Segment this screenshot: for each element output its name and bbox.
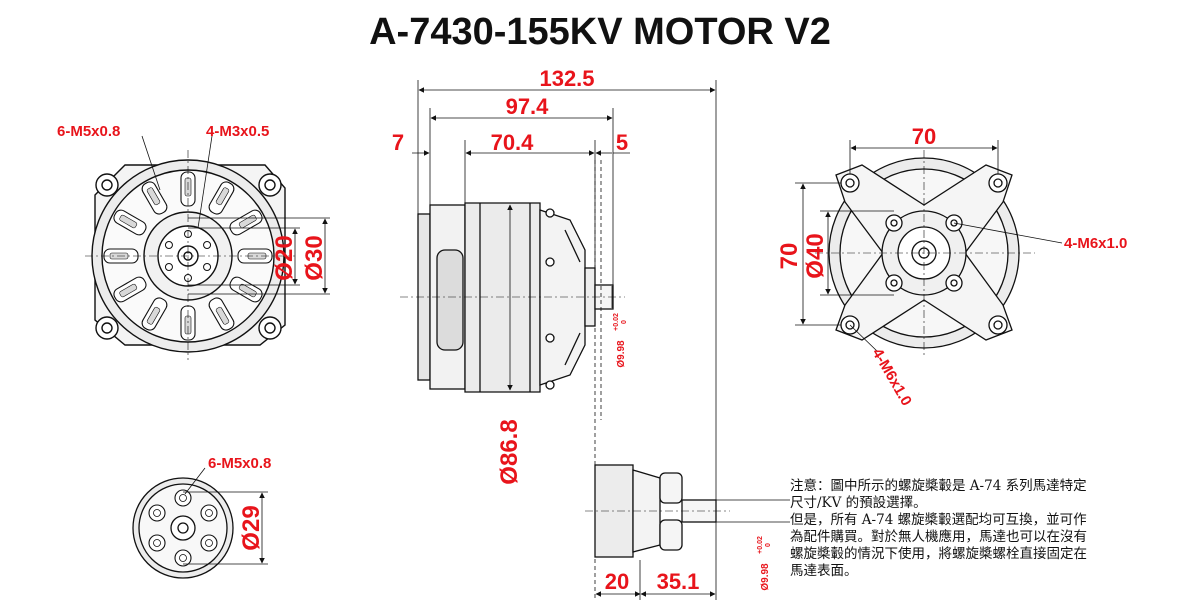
adapter-dim-diameter: Ø29	[238, 505, 265, 550]
adapter-dim-shaft: Ø9.98	[760, 563, 771, 591]
front-thread-outer-label: 6-M5x0.8	[57, 123, 120, 140]
cooling-slot	[208, 297, 235, 331]
note-line: 螺旋槳轂的情況下使用，將螺旋槳螺栓直接固定在	[790, 546, 1087, 562]
rear-dim-width: 70	[912, 124, 936, 149]
cooling-slot	[141, 297, 168, 331]
adapter-dim-b: 35.1	[657, 569, 700, 594]
adapter-bolt-holes	[148, 489, 218, 567]
cooling-slot	[113, 276, 147, 303]
adapter-tol-lower: 0	[765, 543, 772, 547]
prop-adapter-view	[132, 477, 234, 579]
cooling-slot	[208, 181, 235, 215]
front-dim-outer: Ø30	[301, 235, 328, 280]
note-box: 注意：圖中所示的螺旋槳轂是 A-74 系列馬達特定 尺寸/KV 的預設選擇。 但…	[790, 478, 1190, 580]
note-line: 但是，所有 A-74 螺旋槳轂選配均可互換，並可作	[790, 512, 1087, 528]
rear-dimension-lines	[795, 140, 1063, 353]
front-leaders	[141, 135, 330, 295]
rear-view	[815, 150, 1035, 356]
note-line: 尺寸/KV 的預設選擇。	[790, 495, 927, 511]
bolt-hole	[203, 263, 212, 271]
adapter-dim-a: 20	[605, 569, 629, 594]
side-dim-shaft: Ø9.98	[616, 340, 627, 368]
rear-thread-label-a: 4-M6x1.0	[1064, 235, 1127, 252]
note-line: 為配件購買。對於無人機應用，馬達也可以在沒有	[790, 529, 1087, 545]
front-bolt-holes	[164, 230, 212, 282]
front-view	[85, 150, 295, 360]
front-dim-inner: Ø20	[271, 235, 298, 280]
adapter-side-view	[585, 464, 730, 558]
note-line: 注意：圖中所示的螺旋槳轂是 A-74 系列馬達特定	[790, 478, 1087, 494]
side-dim-diameter: Ø86.8	[496, 419, 523, 484]
drawing-title: A-7430-155KV MOTOR V2	[369, 11, 831, 53]
side-bell	[464, 202, 541, 393]
adapter-tol-upper: +0.02	[757, 536, 764, 554]
side-dim-left: 7	[392, 130, 404, 155]
side-dim-right: 5	[616, 130, 628, 155]
adapter-leaders	[183, 467, 268, 565]
side-tol-upper: +0.02	[613, 313, 620, 331]
adapter-side-dim-lines	[595, 499, 790, 600]
rear-dim-height: 70	[776, 243, 803, 270]
side-tol-lower: 0	[621, 320, 628, 324]
side-view	[400, 202, 625, 393]
bolt-hole	[203, 241, 212, 249]
side-stator-flange	[539, 209, 586, 386]
adapter-thread-label: 6-M5x0.8	[208, 455, 271, 472]
side-dim-total: 132.5	[539, 66, 594, 91]
bolt-hole	[164, 263, 173, 271]
rear-thread-label-b: 4-M6x1.0	[869, 346, 915, 409]
front-thread-inner-label: 4-M3x0.5	[206, 123, 269, 140]
bolt-hole	[164, 241, 173, 249]
cooling-slot	[141, 181, 168, 215]
rear-dim-circle: Ø40	[802, 233, 829, 278]
cooling-slot	[113, 209, 147, 236]
side-dim-mid: 70.4	[491, 130, 535, 155]
note-line: 馬達表面。	[790, 563, 858, 579]
side-dim-body: 97.4	[506, 94, 550, 119]
